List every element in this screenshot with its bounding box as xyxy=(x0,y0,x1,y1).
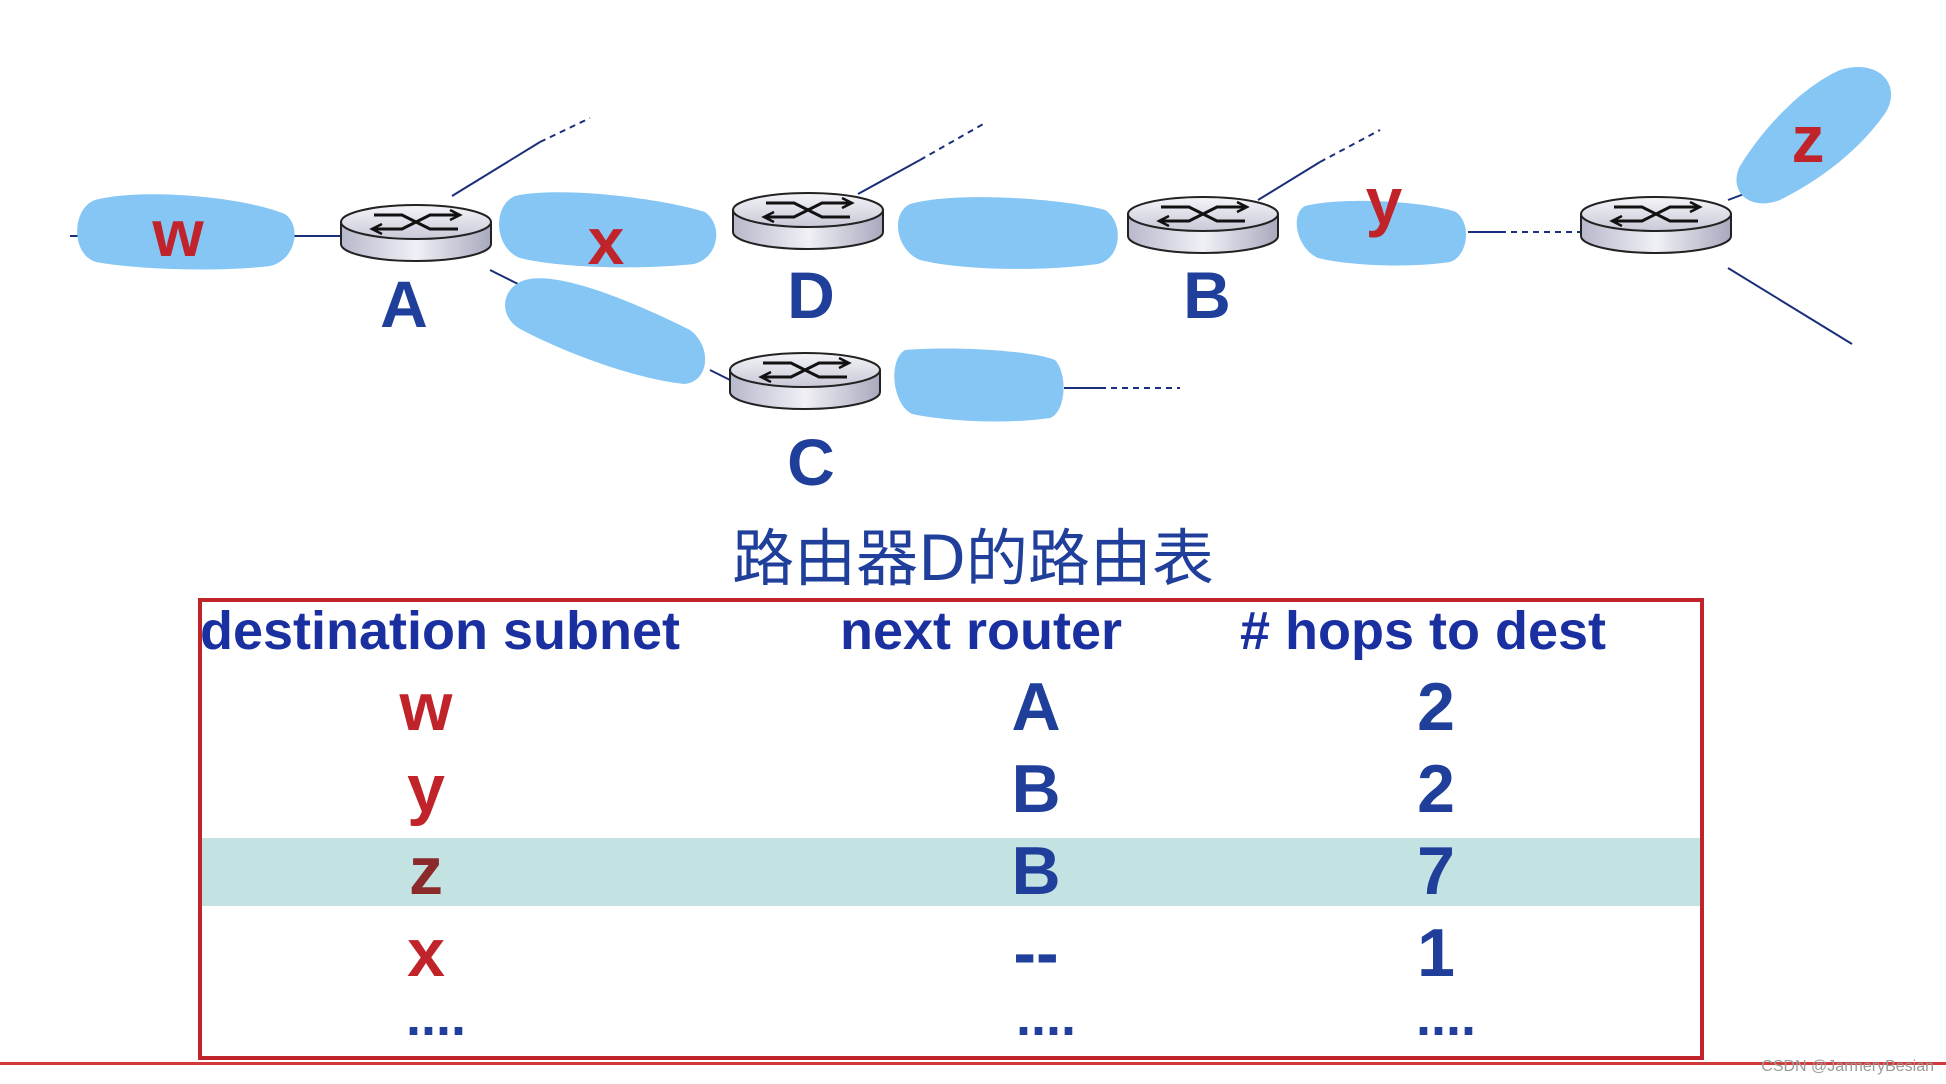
router-B-label: B xyxy=(1183,258,1231,332)
subnet-x-cloud xyxy=(499,192,717,268)
header-next-router: next router xyxy=(840,601,1123,661)
subnet-w-cloud xyxy=(77,194,295,270)
watermark: CSDN @JarmeryBesian xyxy=(1761,1058,1934,1075)
subnet-dc-cloud xyxy=(897,197,1118,269)
next-cell: .... xyxy=(1015,987,1076,1047)
subnet-z-label: z xyxy=(1792,102,1825,176)
router-D-label: D xyxy=(787,258,835,332)
router-B xyxy=(1126,195,1280,255)
subnet-w-label: w xyxy=(151,196,204,270)
next-cell: B xyxy=(1011,751,1061,827)
router-Z xyxy=(1579,195,1733,255)
bottom-rule xyxy=(0,1062,1946,1065)
subnet-clouds xyxy=(77,66,1892,422)
hops-cell: 7 xyxy=(1417,833,1455,909)
dest-cell: .... xyxy=(405,987,466,1047)
router-A xyxy=(339,203,493,263)
dest-cell: y xyxy=(407,751,445,827)
dest-cell: x xyxy=(407,915,445,991)
next-cell: A xyxy=(1011,669,1061,745)
subnet-y-cloud xyxy=(1296,200,1467,266)
router-D xyxy=(731,191,885,251)
dest-cell: w xyxy=(399,669,453,745)
next-cell: B xyxy=(1011,833,1061,909)
hops-cell: .... xyxy=(1415,987,1476,1047)
subnet-ac-cloud xyxy=(505,278,706,384)
routing-table-frame xyxy=(198,598,1704,1060)
router-C-label: C xyxy=(787,425,835,499)
router-A-label: A xyxy=(380,267,428,341)
hops-cell: 1 xyxy=(1417,915,1455,991)
router-C xyxy=(728,351,882,411)
header-destination: destination subnet xyxy=(200,601,681,661)
network-diagram: w x y z A D B C xyxy=(70,66,1892,499)
hops-cell: 2 xyxy=(1417,751,1455,827)
subnet-z-cloud xyxy=(1736,66,1892,204)
dest-cell: z xyxy=(409,833,443,909)
subnet-c-cloud xyxy=(894,348,1064,422)
next-cell: -- xyxy=(1013,915,1059,991)
header-hops: # hops to dest xyxy=(1240,601,1607,661)
subnet-x-label: x xyxy=(588,204,625,278)
table-title: 路由器D的路由表 xyxy=(732,522,1214,595)
hops-cell: 2 xyxy=(1417,669,1455,745)
subnet-y-label: y xyxy=(1366,164,1403,238)
highlighted-row xyxy=(202,838,1704,906)
